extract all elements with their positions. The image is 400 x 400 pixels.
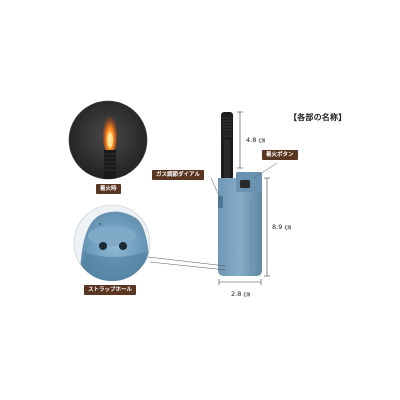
strap-hole-closeup: [73, 204, 151, 282]
leader-lines: [147, 162, 278, 271]
tag-ignition-button: 着火ボタン: [262, 150, 298, 160]
strap-hole-left: [99, 242, 107, 250]
tag-ignition-state: 着火時: [96, 184, 121, 194]
ignition-closeup: [68, 100, 148, 180]
dimension-lines: [218, 111, 270, 285]
tag-strap-hole: ストラップホール: [84, 285, 137, 295]
dim-nozzle-length: 4.8 ㎝: [246, 136, 265, 144]
diagram-title: 【各部の名称】: [289, 113, 347, 122]
dim-body-width: 2.8 ㎝: [231, 290, 250, 298]
gas-dial-part: [218, 196, 223, 208]
dim-body-height: 8.9 ㎝: [272, 223, 291, 231]
tag-gas-dial: ガス調節ダイアル: [152, 170, 204, 180]
strap-hole-right: [119, 242, 127, 250]
lighter-body: [218, 112, 262, 276]
